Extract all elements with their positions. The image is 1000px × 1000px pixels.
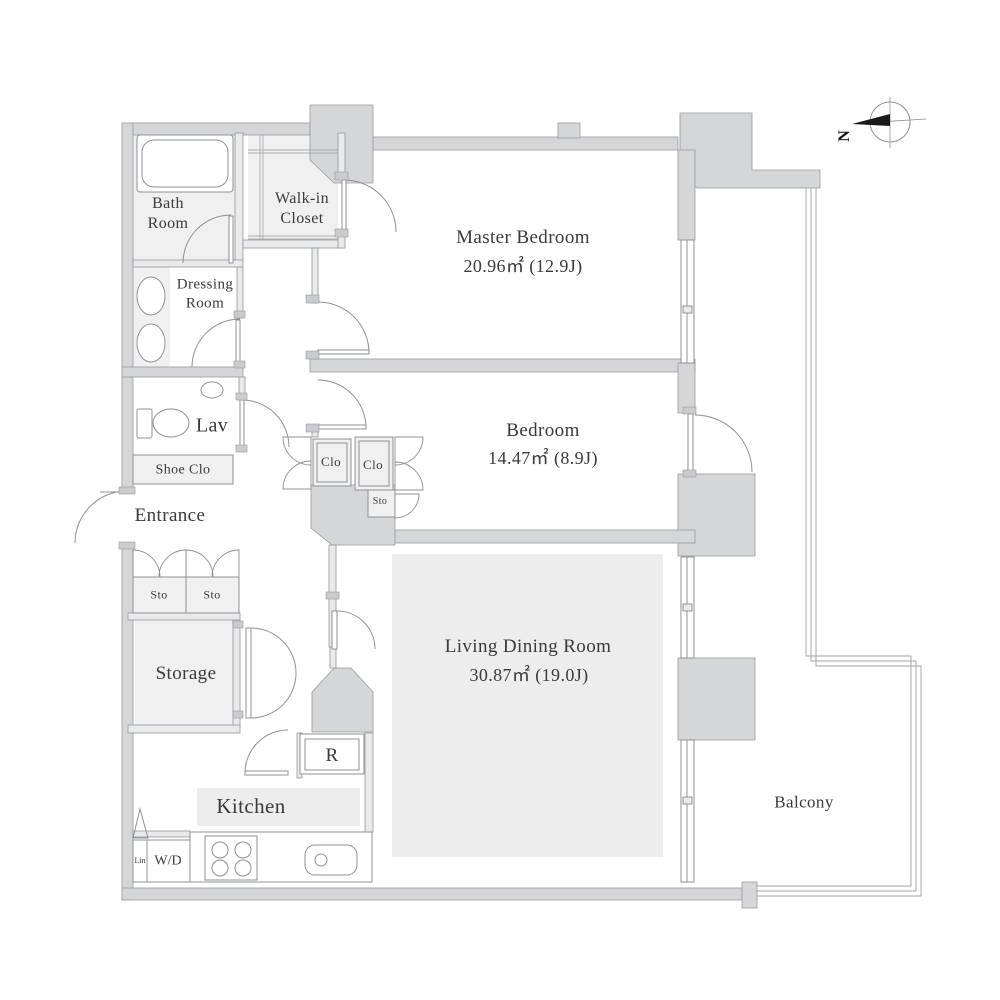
entrance-label: Entrance (134, 505, 206, 527)
living-floor-tint (392, 554, 663, 857)
lav-sink-icon (200, 381, 224, 399)
window-mullion (682, 603, 693, 612)
kitchen-label-band (197, 788, 360, 826)
wall-storage-bottom (127, 724, 241, 734)
pipe-space-triangle (132, 807, 149, 839)
kitchen-door (244, 729, 289, 776)
storage-2-label: Sto (203, 587, 221, 602)
washer-dryer-box (146, 839, 191, 883)
living-dining-area: 30.87㎡ (19.0J) (469, 664, 589, 685)
storage-floor (135, 620, 233, 725)
lav-label: Lav (195, 414, 229, 437)
storage-room-label: Storage (155, 663, 217, 685)
storage-door (245, 627, 297, 719)
living-door (331, 610, 376, 650)
wall-bath-dressing (132, 259, 244, 268)
closet-bedroom-label: Clo (363, 456, 383, 472)
toilet-icon (136, 408, 190, 439)
wall-dressing-lav (121, 366, 244, 378)
north-arrow (852, 114, 890, 126)
linen-box (132, 839, 148, 883)
windows (680, 239, 695, 883)
shoe-closet-box (132, 454, 234, 485)
bathtub-icon (136, 134, 234, 193)
master-bedroom-label: Master Bedroom (456, 227, 590, 249)
bottom-right-stub (741, 881, 758, 909)
stove-icon (204, 835, 258, 881)
balcony-railing (757, 188, 922, 897)
master-bedroom-area: 20.96㎡ (12.9J) (463, 255, 583, 276)
walk-in-closet-label: Walk-in Closet (275, 190, 329, 227)
window-mullion (682, 305, 693, 314)
walk-in-closet-rails (248, 135, 338, 240)
closet-hall-label: Clo (321, 453, 341, 469)
kitchen-label: Kitchen (216, 793, 286, 818)
bedroom-label: Bedroom (506, 420, 580, 442)
kitchen-sink-icon (304, 844, 358, 876)
bath-room-label: Bath Room (147, 195, 189, 232)
right-pillar-2 (677, 657, 756, 741)
refrigerator-label: R (325, 745, 339, 767)
balcony-label: Balcony (774, 792, 834, 812)
entrance-door-opening (121, 493, 135, 543)
dressing-room-label: Dressing Room (176, 276, 234, 311)
door-jambs (118, 171, 697, 719)
refrigerator-box (299, 733, 365, 775)
compass-icon: N (836, 97, 927, 148)
closet-hall-box (312, 438, 352, 487)
washer-dryer-label: W/D (154, 853, 182, 869)
bedroom-area: 14.47㎡ (8.9J) (488, 447, 598, 468)
fixtures (132, 134, 396, 883)
storage-box-1 (132, 576, 187, 614)
linen-label: Lin (134, 856, 146, 865)
shoe-closet-label: Shoe Clo (155, 462, 211, 478)
vanity-sinks-icon (136, 276, 166, 363)
top-wall-notch (557, 122, 581, 139)
storage-1-label: Sto (150, 587, 168, 602)
top-wall-right (372, 136, 679, 151)
bath-door (182, 214, 234, 264)
window-mullion (682, 796, 693, 805)
closet-bedroom-box (354, 436, 394, 491)
closet-fan-doors (132, 436, 424, 578)
living-dining-label: Living Dining Room (444, 636, 612, 658)
north-label: N (836, 130, 853, 142)
storage-bedroom-label: Sto (372, 495, 388, 507)
